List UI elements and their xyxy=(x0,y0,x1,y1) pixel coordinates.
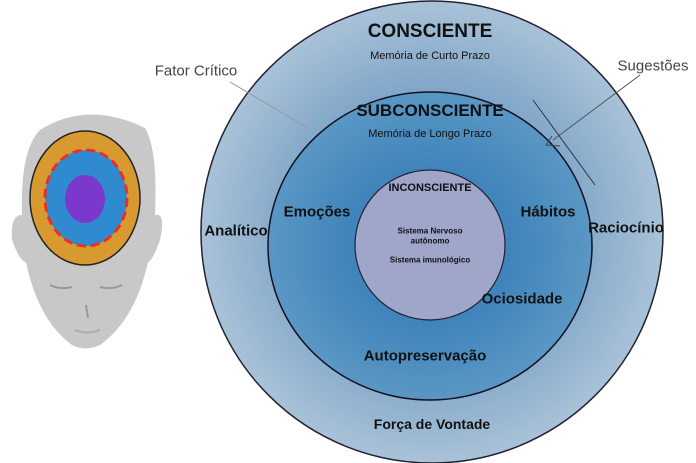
unconscious-circle xyxy=(354,169,506,321)
conscious-right-label: Raciocínio xyxy=(588,219,664,237)
head-illustration xyxy=(11,114,163,349)
unconscious-title: INCONSCIENTE xyxy=(388,182,472,194)
conscious-bottom-label: Força de Vontade xyxy=(373,416,491,432)
unconscious-line: autônomo xyxy=(410,236,450,246)
nose-icon xyxy=(85,304,89,319)
suggestions-arrow-icon xyxy=(545,135,561,147)
critical-factor-filter-line xyxy=(532,99,596,186)
unconscious-line: Sistema imunológico xyxy=(389,255,471,265)
eye-left-icon xyxy=(49,284,73,290)
head-unconscious-core xyxy=(65,175,105,223)
critical-factor-leader xyxy=(229,81,309,129)
subconscious-item: Autopreservação xyxy=(363,347,487,365)
unconscious-line: Sistema Nervoso xyxy=(397,226,463,236)
subconscious-item: Emoções xyxy=(283,203,351,221)
critical-factor-label: Fator Crítico xyxy=(154,62,238,80)
mouth-icon xyxy=(74,329,101,334)
subconscious-item: Ociosidade xyxy=(481,290,563,308)
eye-right-icon xyxy=(99,284,123,290)
subconscious-subtitle: Memória de Longo Prazo xyxy=(368,128,492,140)
subconscious-item: Hábitos xyxy=(520,203,576,221)
conscious-left-label: Analítico xyxy=(204,222,268,240)
suggestions-leader xyxy=(552,74,641,141)
conscious-subtitle: Memória de Curto Prazo xyxy=(370,50,490,62)
suggestions-label: Sugestões xyxy=(617,57,689,75)
subconscious-title: SUBCONSCIENTE xyxy=(356,101,504,120)
conscious-title: CONSCIENTE xyxy=(367,21,493,42)
